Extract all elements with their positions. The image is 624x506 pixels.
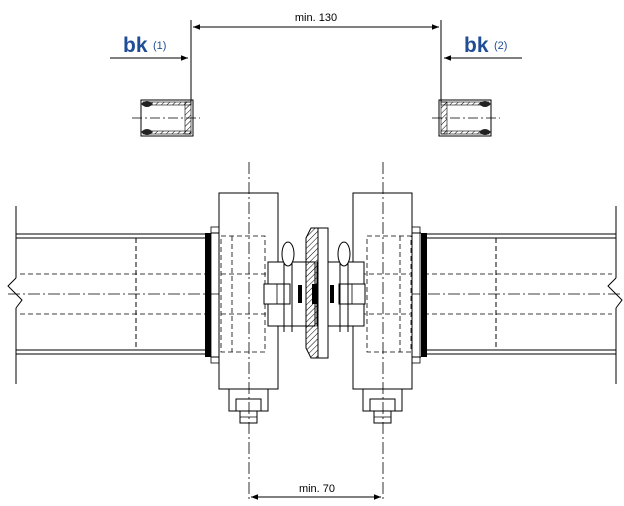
profile-left xyxy=(132,99,200,137)
beam-left xyxy=(7,206,208,384)
bk-sub-right: (2) xyxy=(494,40,507,52)
bk-mark-left: bk xyxy=(123,34,148,57)
bottom-dimension-label: min. 70 xyxy=(299,483,335,495)
bk-label-right: bk (2) xyxy=(444,34,522,61)
central-coupler xyxy=(263,227,366,359)
bk-mark-right: bk xyxy=(464,34,489,57)
housing-left xyxy=(205,192,279,424)
top-dimension-label: min. 130 xyxy=(295,12,337,24)
beam-right xyxy=(424,206,623,384)
top-dimension: min. 130 xyxy=(190,12,442,102)
bk-sub-left: (1) xyxy=(153,40,166,52)
bk-label-left: bk (1) xyxy=(110,34,188,61)
bottom-dimension: min. 70 xyxy=(251,483,381,500)
profile-right xyxy=(432,99,500,137)
